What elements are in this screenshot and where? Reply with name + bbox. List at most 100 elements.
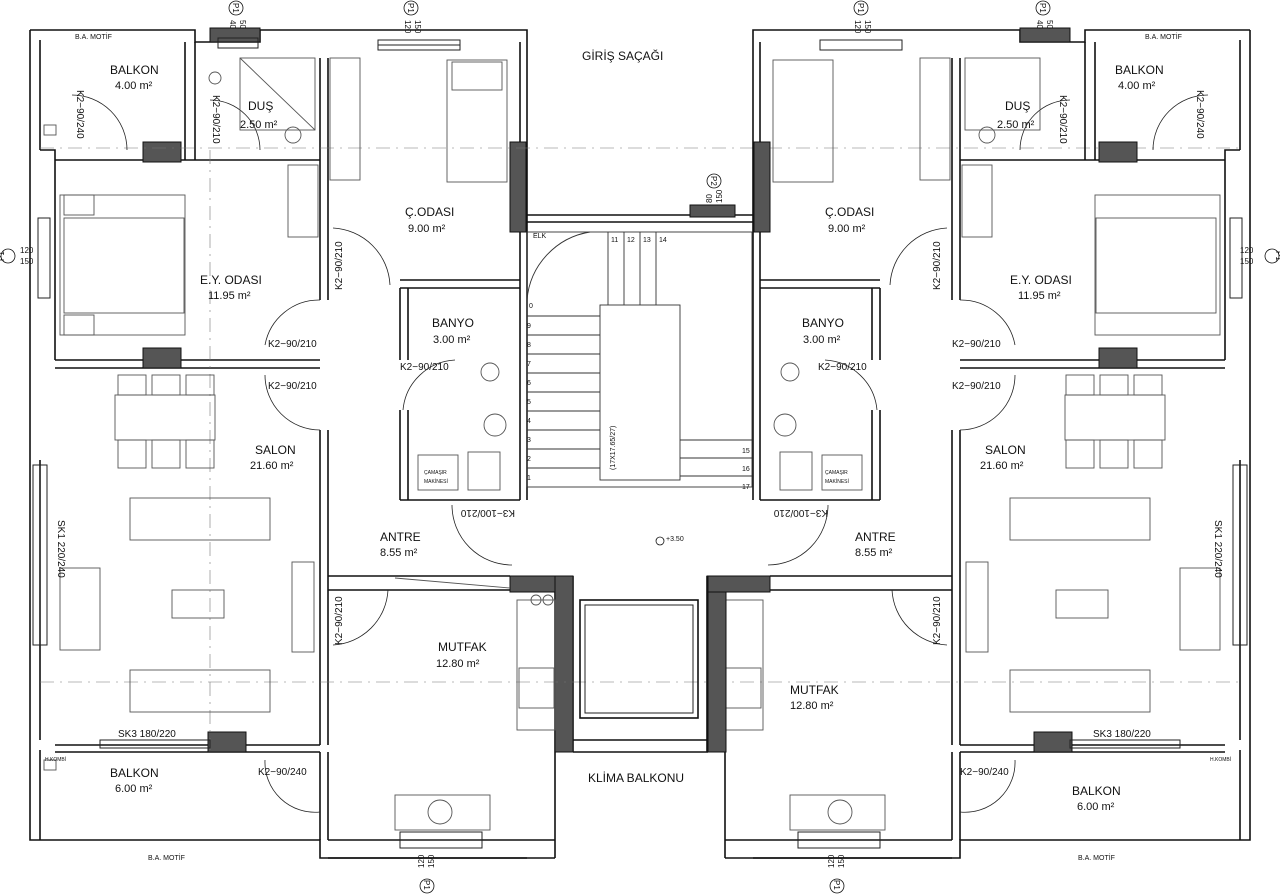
- p1-tag-label: P1: [1274, 251, 1280, 261]
- p1-tag-circle: [1035, 0, 1051, 16]
- label-banyo-left: BANYO: [432, 316, 474, 330]
- p1-bottom-value: 150: [20, 257, 34, 266]
- furniture: [59, 57, 556, 831]
- camasir-right: ÇAMAŞIR: [825, 470, 848, 476]
- stair-step-number: 2: [527, 456, 531, 463]
- area-ebeveyn-left: 11.95 m²: [208, 290, 251, 302]
- label-ebeveyn-left: E.Y. ODASI: [200, 273, 262, 287]
- label-cocuk-right: Ç.ODASI: [825, 205, 874, 219]
- p1-top-value: 120: [827, 854, 836, 868]
- area-banyo-left: 3.00 m²: [433, 334, 471, 346]
- p1-tag-circle: [829, 878, 845, 894]
- stair-step-number: 12: [627, 237, 635, 244]
- area-antre-left: 8.55 m²: [380, 547, 418, 559]
- p1-tag-label: P1: [231, 3, 240, 13]
- stair-step-number: 3: [527, 437, 531, 444]
- makinesi-right: MAKİNESİ: [825, 478, 849, 485]
- p2-tag-label: P2: [709, 176, 718, 186]
- stair-step-number: 11: [611, 237, 618, 244]
- stair-core: [526, 204, 771, 753]
- sk3-left: SK3 180/220: [118, 729, 176, 740]
- p1-top-value: 120: [417, 854, 426, 868]
- p1-bottom-value: 150: [863, 20, 872, 34]
- windows: [32, 37, 483, 849]
- stair-step-number: 14: [659, 237, 667, 244]
- p1-tag-label: P1: [0, 251, 6, 261]
- p1-bottom-value: 150: [837, 854, 846, 868]
- stair-step-number: 8: [527, 342, 531, 349]
- door-code-balkon-large-right: K2−90/240: [960, 767, 1009, 778]
- door-code-balkon-large-left: K2−90/240: [258, 767, 307, 778]
- motif-labels: B.A. MOTİF B.A. MOTİF B.A. MOTİF B.A. MO…: [45, 32, 1231, 862]
- area-ebeveyn-right: 11.95 m²: [1018, 290, 1061, 302]
- structural-columns: [142, 27, 574, 753]
- area-cocuk-left: 9.00 m²: [408, 223, 446, 235]
- p1-tag-circle: [0, 248, 16, 264]
- area-salon-left: 21.60 m²: [250, 460, 294, 472]
- room-labels: BALKON 4.00 m² DUŞ 2.50 m² Ç.ODASI 9.00 …: [110, 48, 1164, 813]
- stair-step-number: 17: [742, 484, 750, 491]
- apartment-left: [29, 27, 1240, 859]
- area-antre-right: 8.55 m²: [855, 547, 893, 559]
- area-mutfak-left: 12.80 m²: [436, 658, 480, 670]
- p1-bottom-value: 150: [1240, 257, 1254, 266]
- p1-tag-label: P1: [832, 880, 841, 890]
- p1-tag-label: P1: [406, 3, 415, 13]
- motif-bottom-left: B.A. MOTİF: [148, 853, 185, 862]
- vent-top-value: 40: [1035, 20, 1044, 29]
- door-code-mutfak-left: K2−90/210: [334, 596, 345, 645]
- p1-tag-label: P1: [1038, 3, 1047, 13]
- label-mutfak-left: MUTFAK: [438, 640, 487, 654]
- label-banyo-right: BANYO: [802, 316, 844, 330]
- stair-step-number: 5: [527, 399, 531, 406]
- p1-top-value: 120: [20, 246, 34, 255]
- area-balkon-large-right: 6.00 m²: [1077, 801, 1115, 813]
- p2-top-value: 80: [705, 194, 714, 203]
- stair-step-number: 1: [527, 475, 531, 482]
- door-code-balkon-left: K2−90/240: [74, 90, 85, 139]
- label-balkon-large-left: BALKON: [110, 766, 159, 780]
- vent-bottom-value: 50: [238, 20, 247, 29]
- stair-step-number: 6: [527, 380, 531, 387]
- door-code-dus-right: K2−90/210: [1057, 95, 1068, 144]
- stair-step-number: 0: [529, 303, 533, 310]
- stair-step-number: 7: [527, 361, 531, 368]
- camasir-left: ÇAMAŞIR: [424, 470, 447, 476]
- stair-step-number: 15: [742, 448, 750, 455]
- door-code-balkon-right: K2−90/240: [1194, 90, 1205, 139]
- stair-step-number: 9: [527, 323, 531, 330]
- area-balkon-large-left: 6.00 m²: [115, 783, 153, 795]
- door-code-entry-right: K3−100/210: [773, 507, 828, 518]
- label-entrance-canopy: GİRİŞ SAÇAĞI: [582, 48, 663, 63]
- door-code-banyo-left: K2−90/210: [400, 362, 449, 373]
- vent-bottom-value: 50: [1045, 20, 1054, 29]
- area-mutfak-right: 12.80 m²: [790, 700, 834, 712]
- p1-tag-circle: [228, 0, 244, 16]
- p1-tag-label: P1: [422, 880, 431, 890]
- stair-step-number: 16: [742, 466, 750, 473]
- label-elevator: ELK: [533, 233, 547, 240]
- label-balkon-small-right: BALKON: [1115, 63, 1164, 77]
- vent-top-value: 40: [228, 20, 237, 29]
- p1-tag-circle: [419, 878, 435, 894]
- area-dus-left: 2.50 m²: [240, 119, 278, 131]
- door-code-salon-right: K2−90/210: [952, 381, 1001, 392]
- door-code-banyo-right: K2−90/210: [818, 362, 867, 373]
- p1-tag-circle: [1264, 248, 1280, 264]
- sk1-right: SK1 220/240: [1212, 520, 1223, 578]
- p2-tag-circle: [706, 173, 722, 189]
- kombi-right: H.KOMBİ: [1210, 756, 1231, 763]
- kombi-left: H.KOMBİ: [45, 756, 66, 763]
- label-ac-balcony: KLİMA BALKONU: [588, 771, 684, 785]
- stair-step-number: 13: [643, 237, 651, 244]
- sk1-left: SK1 220/240: [55, 520, 66, 578]
- door-code-cocuk-right: K2−90/210: [932, 241, 943, 290]
- area-cocuk-right: 9.00 m²: [828, 223, 866, 235]
- p1-tag-circle: [403, 0, 419, 16]
- p1-tag-circle: [853, 0, 869, 16]
- door-code-cocuk-left: K2−90/210: [334, 241, 345, 290]
- label-antre-right: ANTRE: [855, 530, 896, 544]
- label-mutfak-right: MUTFAK: [790, 683, 839, 697]
